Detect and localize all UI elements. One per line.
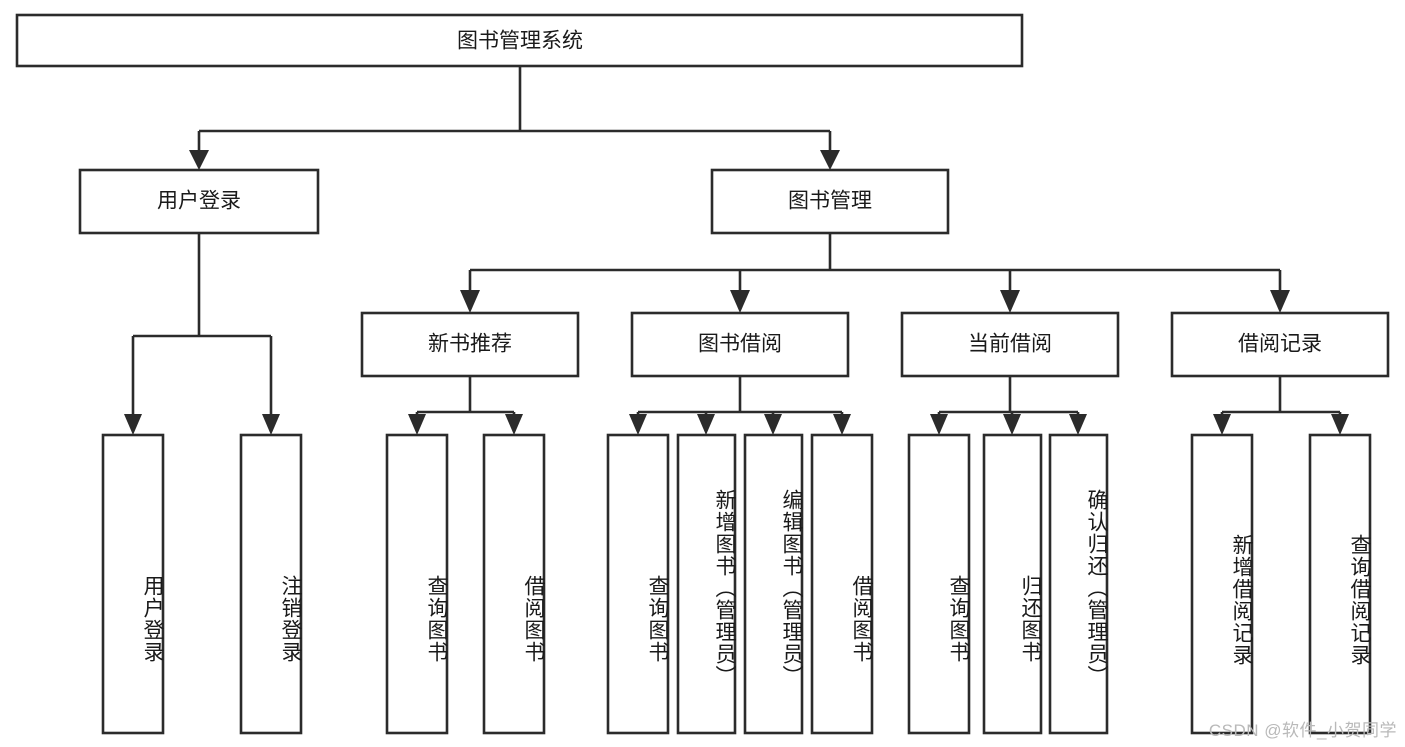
leaf-edit-book[interactable]: [743, 433, 804, 735]
arrow-book-borrow-to-l1: [629, 414, 647, 435]
node-borrow-record[interactable]: [1170, 311, 1390, 378]
leaf-query-book-1[interactable]: [385, 433, 449, 735]
leaf-borrow-book-1[interactable]: [482, 433, 546, 735]
arrow-book-borrow-to-l3: [764, 414, 782, 435]
arrow-user-login-to-l1: [124, 414, 142, 435]
label-new-book-recommend: 新书推荐: [428, 333, 512, 356]
label-borrow-record: 借阅记录: [1238, 333, 1322, 356]
node-box-layer: [15, 13, 1390, 735]
node-book-borrow[interactable]: [630, 311, 850, 378]
arrow-book-manage-to-borrow-record: [1270, 290, 1290, 313]
leaf-confirm-return[interactable]: [1048, 433, 1109, 735]
arrow-book-manage-to-new-book: [460, 290, 480, 313]
connector-layer: [124, 66, 1349, 435]
label-current-borrow: 当前借阅: [968, 333, 1052, 356]
node-current-borrow[interactable]: [900, 311, 1120, 378]
arrow-new-book-to-l2: [505, 414, 523, 435]
arrow-borrow-record-to-l2: [1331, 414, 1349, 435]
leaf-query-borrow-record[interactable]: [1308, 433, 1372, 735]
arrow-current-borrow-to-l1: [930, 414, 948, 435]
leaf-return-book[interactable]: [982, 433, 1043, 735]
arrow-borrow-record-to-l1: [1213, 414, 1231, 435]
arrow-root-to-book-manage: [820, 150, 840, 170]
leaf-add-borrow-record[interactable]: [1190, 433, 1254, 735]
arrow-user-login-to-l2: [262, 414, 280, 435]
leaf-logout[interactable]: [239, 433, 303, 735]
label-book-borrow: 图书借阅: [698, 333, 782, 356]
leaf-borrow-book-2[interactable]: [810, 433, 874, 735]
arrow-book-borrow-to-l2: [697, 414, 715, 435]
arrow-root-to-user-login: [189, 150, 209, 170]
leaf-user-login[interactable]: [101, 433, 165, 735]
node-book-manage[interactable]: [710, 168, 950, 235]
leaf-query-book-3[interactable]: [907, 433, 971, 735]
leaf-add-book[interactable]: [676, 433, 737, 735]
node-new-book-recommend[interactable]: [360, 311, 580, 378]
arrow-current-borrow-to-l2: [1003, 414, 1021, 435]
node-user-login[interactable]: [78, 168, 320, 235]
node-root[interactable]: [15, 13, 1024, 68]
label-user-login: 用户登录: [157, 190, 241, 213]
arrow-book-borrow-to-l4: [833, 414, 851, 435]
arrow-book-manage-to-current-borrow: [1000, 290, 1020, 313]
arrow-book-manage-to-book-borrow: [730, 290, 750, 313]
leaf-query-book-2[interactable]: [606, 433, 670, 735]
horizontal-label-layer: 图书管理系统 用户登录 图书管理 新书推荐 图书借阅 当前借阅 借阅记录: [157, 30, 1322, 356]
label-book-manage: 图书管理: [788, 190, 872, 213]
csdn-watermark: CSDN @软件_小贺同学: [1208, 721, 1397, 740]
label-root: 图书管理系统: [457, 30, 583, 53]
arrow-current-borrow-to-l3: [1069, 414, 1087, 435]
arrow-new-book-to-l1: [408, 414, 426, 435]
